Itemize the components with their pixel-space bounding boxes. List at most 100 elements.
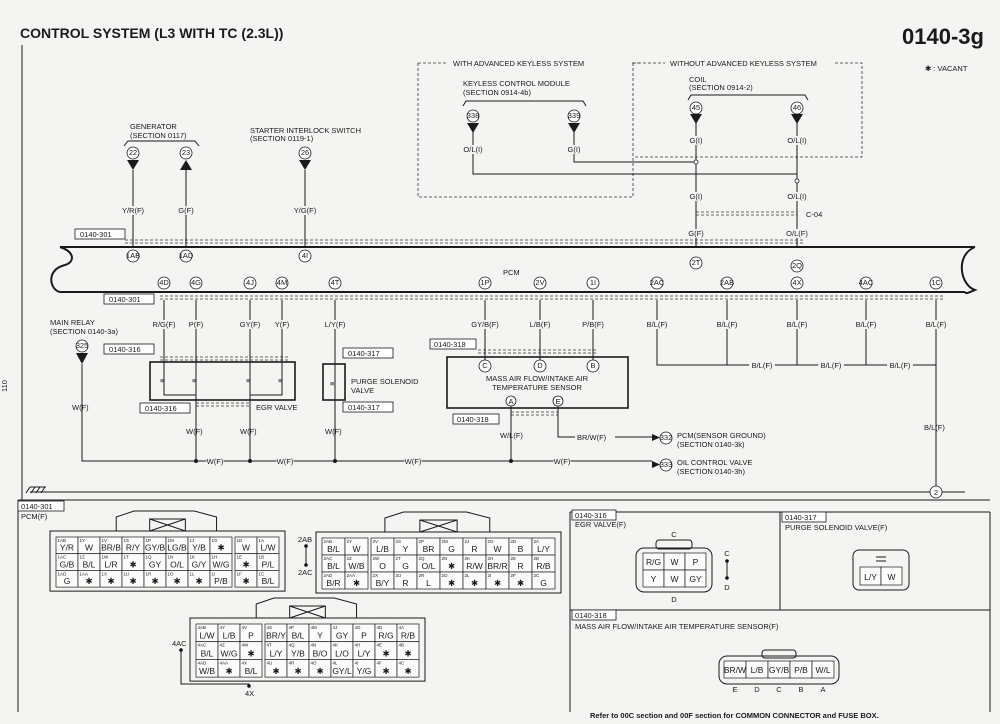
egr-joint-top: C: [724, 549, 730, 558]
wire-color: R: [471, 544, 477, 554]
wire-color: B/L: [245, 666, 258, 676]
egr-connector-name: EGR VALVE(F): [575, 520, 626, 529]
pin-number: 2J: [465, 539, 470, 544]
wire-color: B/L: [327, 561, 340, 571]
pcm-label: PCM: [503, 268, 520, 277]
label-bg: [687, 229, 705, 238]
label-bg: [784, 192, 810, 201]
wire-color: W/B: [348, 561, 364, 571]
egr-connector-housing: [635, 547, 713, 593]
wire-color: ✱: [151, 576, 158, 586]
purge-connector-ref: 0140-317: [785, 513, 817, 522]
pin-number: 2U: [396, 573, 402, 578]
pin-number: 1AC: [58, 555, 68, 560]
label-bg: [784, 229, 810, 238]
pin-number: 1E: [237, 555, 243, 560]
wire-color: R/Y: [126, 543, 141, 553]
wire-color: Y/B: [291, 648, 305, 658]
pin-number: 4Y: [220, 625, 226, 630]
wire-color: L/B: [376, 544, 389, 554]
ref-purge-bottom: 0140-317: [348, 403, 380, 412]
without-keyless-group: WITHOUT ADVANCED KEYLESS SYSTEM COIL (SE…: [633, 59, 863, 158]
pin-number: 1K: [190, 555, 196, 560]
wire-label: O/L(F): [786, 229, 808, 238]
connector-cell: [811, 660, 835, 679]
wire-color: P: [693, 557, 699, 567]
label-bg: [687, 136, 705, 145]
pin-number: 1D: [237, 538, 244, 543]
wire-color: B/L: [327, 544, 340, 554]
maf-pin: C: [482, 361, 488, 370]
wire-color: P: [361, 631, 367, 641]
pin-number: 2AB: [324, 539, 333, 544]
purge-label-2: VALVE: [351, 386, 374, 395]
wire-color: GY/B: [769, 665, 790, 675]
pcm-terminal-circle: [298, 249, 312, 263]
wire-label: O/L(I): [787, 136, 807, 145]
main-relay-name: MAIN RELAY: [50, 318, 95, 327]
pcm-terminal-circle: [328, 276, 342, 290]
wire-color: L/Y: [358, 648, 371, 658]
wire-color: O/L: [422, 561, 436, 571]
maf-connector-ref: 0140-318: [575, 611, 607, 620]
wire-label: L/Y(F): [325, 320, 346, 329]
keyless-pin: 338: [467, 111, 480, 120]
wire-color: R/B: [536, 561, 551, 571]
wire-color: O/L: [170, 559, 184, 569]
wire-color: Y/G: [357, 666, 372, 676]
wire-color: ✱: [382, 666, 389, 676]
purge-connector-name: PURGE SOLENOID VALVE(F): [785, 523, 888, 532]
svg-text:≡: ≡: [278, 376, 283, 385]
wire-color: R/B: [401, 631, 416, 641]
wire-color: L/W: [260, 543, 275, 553]
pcm-terminal-circle: [157, 276, 171, 290]
wire-color: ✱: [272, 666, 279, 676]
wire-label: O/L(I): [463, 145, 483, 154]
lock-icon: [876, 556, 886, 562]
label-bg: [784, 320, 810, 329]
wire-color: ✱: [294, 666, 301, 676]
wire-label: Y(F): [275, 320, 290, 329]
pcm-terminal: 2Q: [792, 261, 802, 270]
joint-label: 4X: [245, 689, 254, 698]
egr-joint-bottom: D: [724, 583, 730, 592]
joint-dot: [725, 576, 729, 580]
pin-number: 2N: [442, 556, 448, 561]
egr-wire-2: W(F): [240, 427, 257, 436]
pin-number: 1N: [168, 555, 174, 560]
with-keyless-label: WITH ADVANCED KEYLESS SYSTEM: [453, 59, 584, 68]
pin-number: 2G: [488, 539, 495, 544]
generator-section: (SECTION 0117): [130, 131, 187, 140]
pcm-terminal: 1P: [480, 278, 489, 287]
arrow-right-icon: [652, 434, 660, 441]
ref-box-purge-conn: [781, 511, 827, 523]
arrow-down-icon: [467, 123, 479, 133]
label-bg: [151, 320, 177, 329]
wire-color: G/Y: [192, 559, 207, 569]
starter-section: (SECTION 0119-1): [250, 134, 314, 143]
wire-color: ✱: [242, 576, 249, 586]
wire-color: G: [402, 561, 409, 571]
pcm-terminal-circle: [275, 276, 289, 290]
pin-number: 2I: [488, 573, 492, 578]
ground-point: 2: [934, 488, 938, 497]
without-keyless-label: WITHOUT ADVANCED KEYLESS SYSTEM: [670, 59, 817, 68]
arrow-down-icon: [299, 160, 311, 170]
pin-number: 4C: [399, 660, 406, 665]
with-keyless-group: WITH ADVANCED KEYLESS SYSTEM KEYLESS CON…: [417, 59, 640, 198]
wire-color: W/B: [199, 666, 215, 676]
purge-valve-box: [322, 363, 346, 401]
coil-pin: 46: [793, 103, 801, 112]
wire-color: P/B: [794, 665, 808, 675]
pin-number: 2F: [511, 573, 517, 578]
wire-color: W/L: [815, 665, 830, 675]
pin-number: 4Z: [220, 643, 226, 648]
wire-color: R: [402, 578, 408, 588]
pcm-terminal: 1AD: [179, 251, 194, 260]
ref-box-maf-top: [429, 338, 477, 350]
pin-letter: A: [820, 685, 825, 694]
pin-number: 2E: [511, 556, 517, 561]
wire-color: ✱: [471, 578, 478, 588]
pcm-ground-name: PCM(SENSOR GROUND): [677, 431, 766, 440]
pin-number: 4AA: [220, 660, 229, 665]
